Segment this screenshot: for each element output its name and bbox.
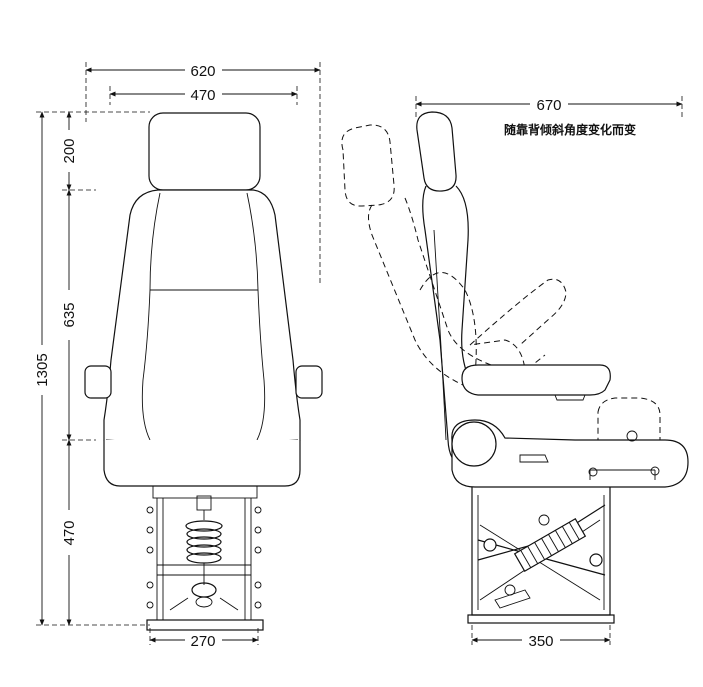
side-headrest [416, 111, 457, 192]
dim-headrest-height: 200 [61, 138, 78, 163]
side-view [341, 111, 689, 624]
front-seat-cushion [103, 440, 301, 487]
dim-overall-depth: 670 [536, 97, 561, 114]
dim-base-height: 470 [61, 520, 78, 545]
dim-back-height: 635 [61, 302, 78, 327]
dim-base-width: 270 [190, 633, 215, 650]
dim-base-depth: 350 [528, 633, 553, 650]
front-dimensions: 620 470 1305 200 635 470 270 [34, 62, 321, 650]
dim-seat-width: 470 [190, 87, 215, 104]
dim-overall-height: 1305 [34, 353, 51, 386]
front-armrest-left [84, 365, 112, 399]
front-backrest-panel [141, 192, 161, 441]
front-view [84, 112, 323, 631]
dim-overall-width: 620 [190, 63, 215, 80]
front-headrest [148, 112, 261, 191]
recline-note: 随靠背倾斜角度变化而变 [504, 122, 636, 137]
front-suspension-base [146, 485, 264, 631]
front-backrest [103, 189, 301, 459]
side-suspension [467, 487, 615, 624]
side-armrest [461, 364, 611, 396]
front-armrest-right [295, 365, 323, 399]
side-dimensions: 670 随靠背倾斜角度变化而变 350 [415, 96, 683, 650]
